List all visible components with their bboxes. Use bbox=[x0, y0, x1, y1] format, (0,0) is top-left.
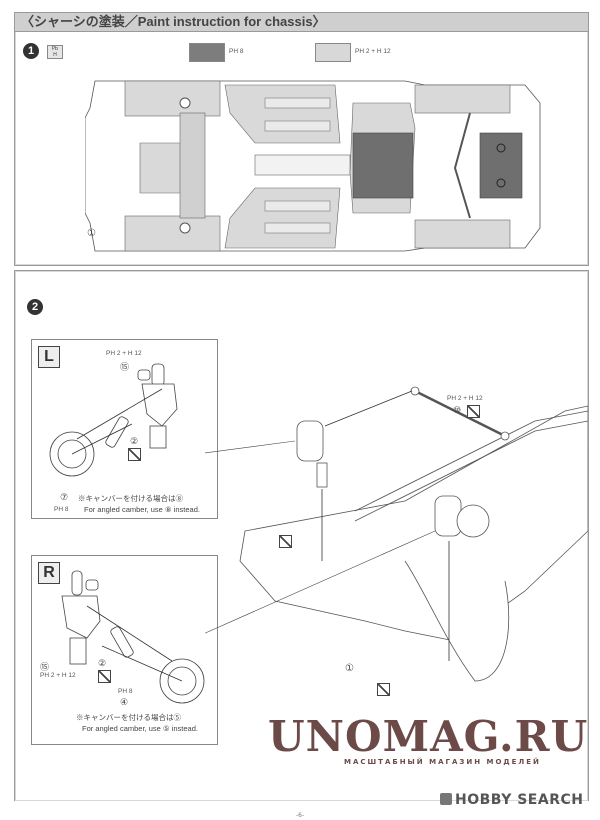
part-label-1: ① bbox=[87, 228, 96, 239]
step1-panel: 〈シャーシの塗装／Paint instruction for chassis〉 … bbox=[14, 12, 589, 266]
no-glue-icon bbox=[128, 448, 141, 461]
camber-note-jp: ※キャンバーを付ける場合は⑤ bbox=[76, 713, 181, 722]
paint-label: PH 2 + H 12 bbox=[40, 672, 76, 679]
section-title: 〈シャーシの塗装／Paint instruction for chassis〉 bbox=[15, 13, 588, 32]
watermark-subtitle: МАСШТАБНЫЙ МАГАЗИН МОДЕЛЕЙ bbox=[344, 758, 541, 766]
paint-label: PH 8 bbox=[118, 688, 133, 695]
hobby-search-brand: HOBBY SEARCH bbox=[440, 792, 583, 808]
camber-note-en: For angled camber, use ⑧ instead. bbox=[84, 505, 200, 514]
no-glue-icon bbox=[279, 535, 292, 548]
paint-label-rod: PH 2 + H 12 bbox=[447, 395, 483, 402]
no-glue-icon bbox=[98, 670, 111, 683]
inset-left-side: L PH 2 + H 12 ⑮ ② ⑦ ※キャンバーを付ける場合は⑧ PH 8 … bbox=[31, 339, 218, 519]
hobby-search-logo-icon bbox=[440, 793, 452, 805]
part-number-4: ④ bbox=[120, 697, 129, 707]
part-number-1: ① bbox=[345, 663, 354, 674]
part-number-10: ⑩ bbox=[453, 405, 462, 415]
paint-label-light: PH 2 + H 12 bbox=[355, 48, 391, 55]
part-number-7: ⑦ bbox=[60, 492, 69, 502]
right-hub-diagram bbox=[61, 570, 205, 704]
camber-note-en: For angled camber, use ⑤ instead. bbox=[82, 724, 198, 733]
side-label-R: R bbox=[38, 562, 60, 584]
chassis-top-view-diagram bbox=[85, 80, 541, 252]
side-label-L: L bbox=[38, 346, 60, 368]
hobby-search-text: HOBBY SEARCH bbox=[455, 792, 584, 808]
part-number-152: ⑮ bbox=[40, 662, 50, 672]
paint-swatch-dark bbox=[189, 43, 225, 62]
camber-note-jp: ※キャンバーを付ける場合は⑧ bbox=[78, 494, 183, 503]
part-number-2: ② bbox=[130, 436, 139, 446]
paint-label-dark: PH 8 bbox=[229, 48, 244, 55]
no-glue-icon bbox=[467, 405, 480, 418]
paint-label: PH 8 bbox=[54, 506, 69, 513]
step-number-1: 1 bbox=[23, 43, 39, 59]
left-hub-diagram bbox=[49, 363, 178, 477]
step2-panel: 2 L PH 2 + H 12 ⑮ ② ⑦ ※キャンバーを付ける場合は⑧ PH … bbox=[14, 270, 589, 801]
paint-swatch-light bbox=[315, 43, 351, 62]
chassis-assembly-diagram bbox=[205, 386, 588, 682]
step-number-2: 2 bbox=[27, 299, 43, 315]
inset-right-side: R ⑮ PH 2 + H 12 ② PH 8 ④ ※キャンバーを付ける場合は⑤ … bbox=[31, 555, 218, 745]
watermark-title: UNOMAG.RU bbox=[268, 712, 589, 761]
no-glue-icon bbox=[377, 683, 390, 696]
part-number-152: ⑮ bbox=[120, 362, 130, 372]
page-number: -6- bbox=[296, 812, 305, 819]
part-number-2: ② bbox=[98, 658, 107, 668]
paint-label: PH 2 + H 12 bbox=[106, 350, 142, 357]
